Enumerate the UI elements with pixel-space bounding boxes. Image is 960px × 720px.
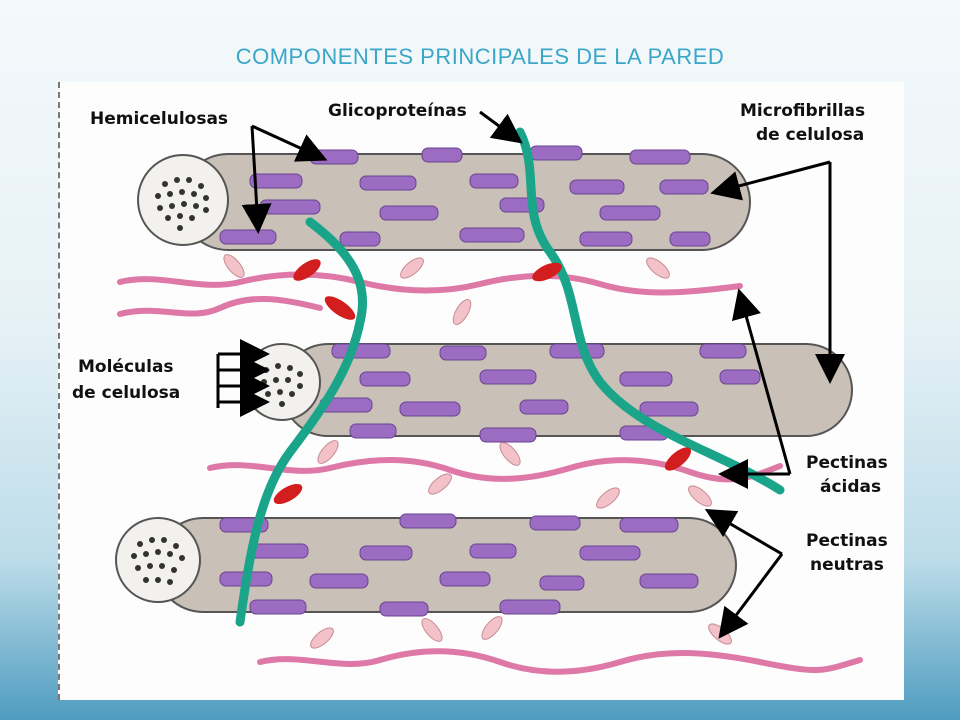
label-microfibrillas-line2: de celulosa xyxy=(756,125,864,145)
microfibril-cross-section xyxy=(137,154,229,246)
label-pectinas-acidas-line1: Pectinas xyxy=(806,453,888,473)
acid-pectins xyxy=(273,259,692,505)
slide-title: COMPONENTES PRINCIPALES DE LA PARED xyxy=(235,44,725,69)
pectin-strands xyxy=(117,271,863,675)
label-moleculas-line1: Moléculas xyxy=(78,357,174,377)
cell-wall-svg: Hemicelulosas Glicoproteínas Microfibril… xyxy=(72,101,888,675)
label-hemicelulosas: Hemicelulosas xyxy=(90,109,228,129)
cellulose-molecules-dots xyxy=(155,177,209,231)
cell-wall-diagram: Hemicelulosas Glicoproteínas Microfibril… xyxy=(58,82,904,700)
label-pectinas-neutras-line2: neutras xyxy=(810,555,884,575)
label-moleculas-line2: de celulosa xyxy=(72,383,180,403)
glycoprotein-strands xyxy=(235,127,785,627)
label-pectinas-neutras-line1: Pectinas xyxy=(806,531,888,551)
label-glicoproteinas: Glicoproteínas xyxy=(328,101,467,121)
label-microfibrillas-line1: Microfibrillas xyxy=(740,101,865,121)
label-arrows xyxy=(216,110,845,639)
microfibril-top xyxy=(137,153,751,251)
hemicellulose-chains xyxy=(219,145,761,617)
microfibril-bottom xyxy=(115,517,737,613)
microfibril-cross-section xyxy=(115,517,201,603)
label-pectinas-acidas-line2: ácidas xyxy=(820,477,881,497)
